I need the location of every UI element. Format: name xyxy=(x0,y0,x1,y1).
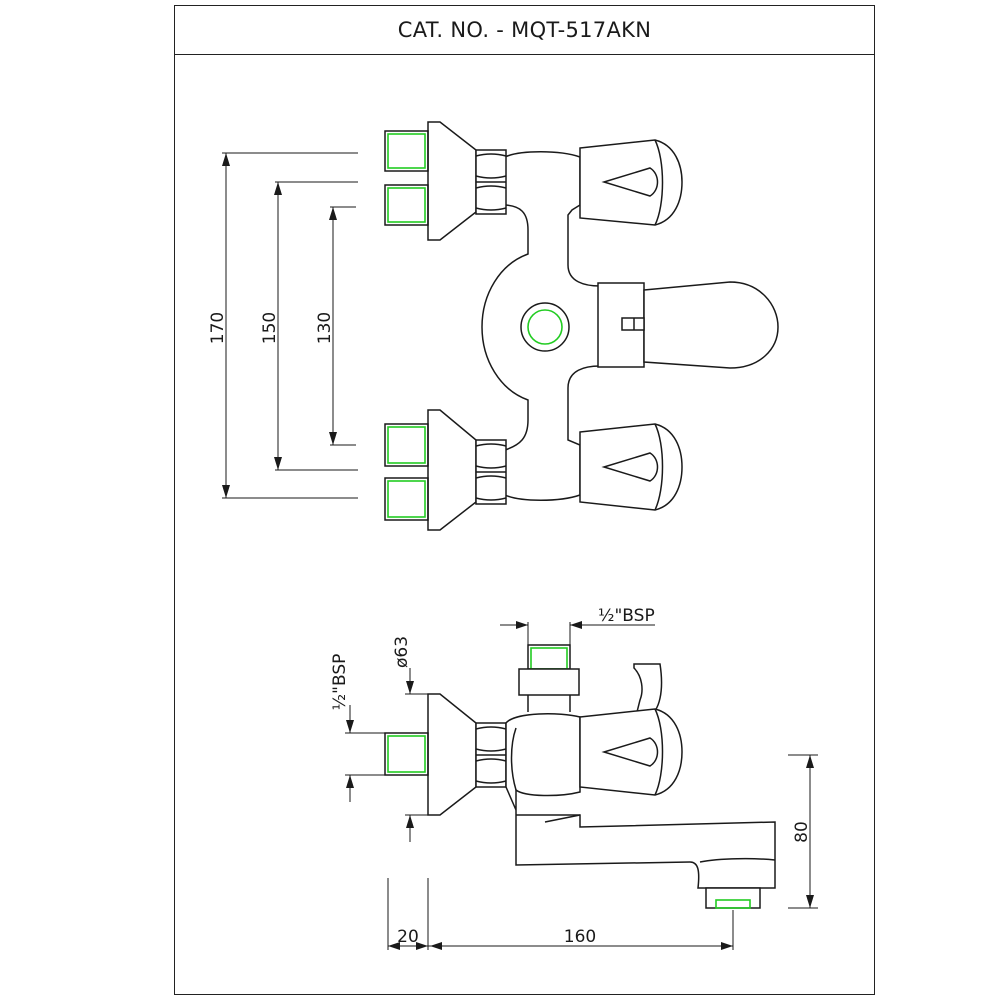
side-body xyxy=(505,713,581,811)
side-wall-flange xyxy=(427,693,477,816)
dim-bsp-side-label: ½"BSP xyxy=(330,654,350,711)
diverter-lever xyxy=(643,281,779,369)
dim-20-label: 20 xyxy=(397,927,419,947)
upper-inlet-thread-a xyxy=(384,130,429,172)
dim-150-label: 150 xyxy=(260,312,280,344)
side-view xyxy=(345,621,818,950)
lower-handle-indicator xyxy=(601,452,659,482)
upper-wall-flange xyxy=(427,121,477,241)
front-view xyxy=(222,121,779,531)
aerator xyxy=(705,887,761,909)
dim-bsp-top-label: ½"BSP xyxy=(598,606,655,626)
lower-wall-flange xyxy=(427,409,477,531)
catalog-title: CAT. NO. - MQT-517AKN xyxy=(174,5,875,55)
top-outlet-nut xyxy=(518,668,580,696)
dim-170-label: 170 xyxy=(208,312,228,344)
dim-130-label: 130 xyxy=(315,312,335,344)
center-outlet-thread xyxy=(527,309,563,345)
dim-phi63-label: ø63 xyxy=(392,636,412,668)
side-inlet-thread xyxy=(384,732,429,776)
dim-160-label: 160 xyxy=(564,927,596,947)
upper-inlet-thread-b xyxy=(384,184,429,226)
side-diverter-lever xyxy=(633,663,663,717)
spout xyxy=(515,810,776,889)
dim-80-label: 80 xyxy=(792,821,812,843)
upper-handle-indicator xyxy=(601,167,659,197)
lower-inlet-thread-b xyxy=(384,477,429,521)
lower-inlet-thread-a xyxy=(384,423,429,467)
drawing-frame xyxy=(174,5,875,995)
center-outlet-ring xyxy=(520,302,570,352)
